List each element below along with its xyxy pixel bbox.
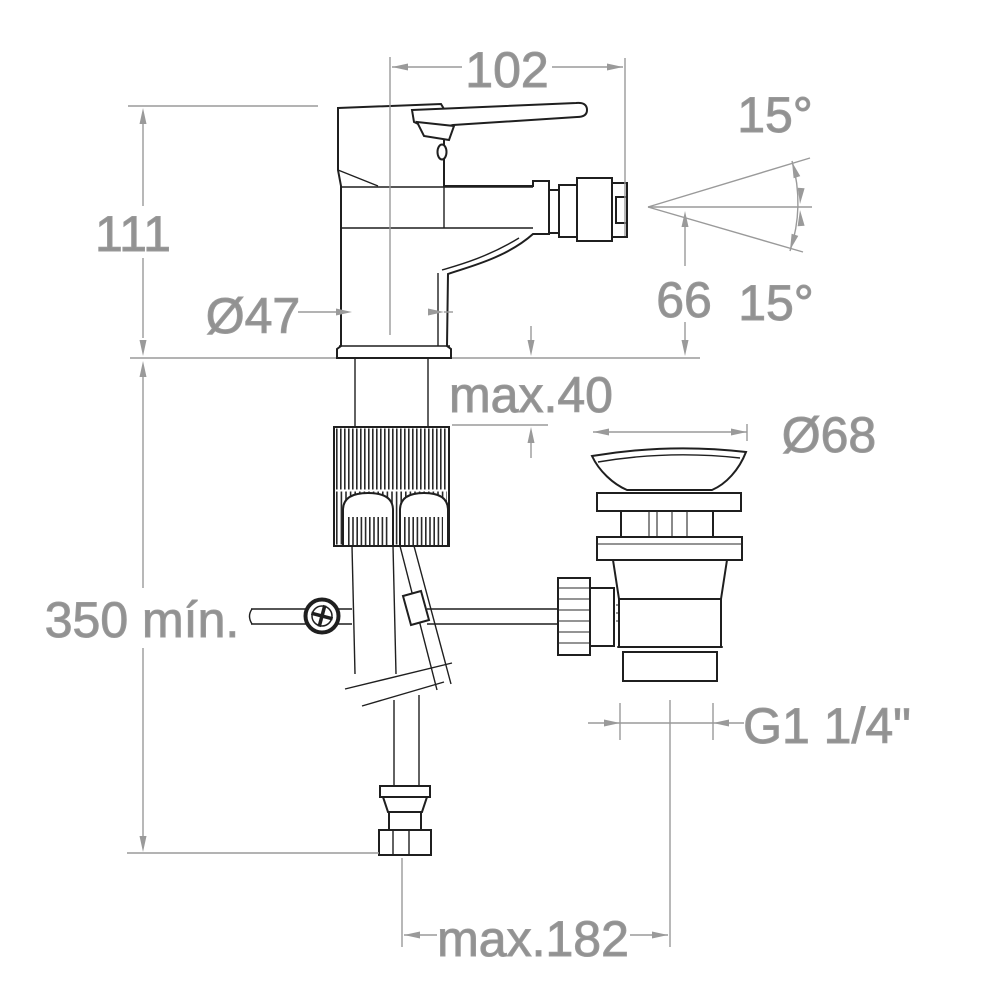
dim-outlet-height-label: 66 bbox=[656, 272, 712, 328]
pop-up-drain bbox=[590, 447, 748, 682]
dim-body-diameter-label: Ø47 bbox=[206, 288, 301, 344]
hose-connector bbox=[378, 785, 432, 856]
dim-hose-min-length: 350 mín. bbox=[44, 361, 379, 854]
dim-hose-min-length-label: 350 mín. bbox=[45, 592, 240, 648]
phillips-cross-icon bbox=[310, 604, 334, 628]
lever-root bbox=[415, 120, 456, 142]
dim-angle-up-label: 15° bbox=[737, 87, 813, 143]
dim-spout-reach: 102 bbox=[389, 42, 626, 335]
dim-drain-thread-label: G1 1/4" bbox=[743, 698, 911, 754]
dim-spout-reach-label: 102 bbox=[465, 42, 548, 98]
dim-body-height: 111 bbox=[94, 105, 318, 356]
dim-body-height-label: 111 bbox=[95, 206, 171, 262]
drain-cap bbox=[590, 447, 748, 491]
drain-body-lower bbox=[618, 598, 722, 648]
hose-nut bbox=[378, 829, 432, 856]
drain-tailpiece bbox=[622, 651, 718, 682]
dim-spray-angles: 15° 15° bbox=[647, 87, 814, 332]
set-screw bbox=[436, 143, 448, 161]
dim-deck-thickness: max.40 bbox=[449, 326, 613, 458]
fixing-screw bbox=[303, 597, 341, 635]
faucet-cap-edge bbox=[337, 169, 379, 187]
hose-sleeve bbox=[401, 589, 431, 627]
supply-hoses bbox=[344, 545, 453, 786]
dim-angle-down-label: 15° bbox=[738, 275, 814, 331]
break-line-1 bbox=[344, 662, 453, 690]
outlet-aerator bbox=[548, 177, 628, 242]
faucet-body-outline bbox=[336, 102, 550, 359]
mounting-shank bbox=[354, 359, 429, 427]
dim-hose-reach-label: max.182 bbox=[437, 911, 629, 967]
drain-flange bbox=[596, 492, 742, 512]
dimension-layer: 102 111 Ø47 max.40 bbox=[44, 42, 911, 968]
mounting-nut bbox=[333, 426, 450, 547]
drain-body-upper bbox=[611, 559, 729, 600]
dim-drain-diameter-label: Ø68 bbox=[782, 407, 877, 463]
nut-arch-left bbox=[342, 491, 394, 547]
faucet-body bbox=[336, 101, 628, 359]
dim-hose-reach: max.182 bbox=[401, 858, 668, 968]
break-line-2 bbox=[361, 681, 445, 707]
drain-neck bbox=[620, 510, 714, 538]
fixing-rod bbox=[248, 608, 558, 625]
dim-drain-diameter: Ø68 bbox=[593, 407, 877, 464]
dim-body-diameter: Ø47 bbox=[205, 288, 453, 345]
nut-arch-right bbox=[399, 491, 449, 547]
spout-underside-curve bbox=[441, 237, 520, 271]
dim-outlet-height: 66 bbox=[656, 211, 712, 356]
lever-handle bbox=[410, 101, 589, 132]
dim-drain-thread: G1 1/4" bbox=[588, 698, 911, 947]
dim-deck-thickness-label: max.40 bbox=[449, 367, 613, 423]
drain-collar bbox=[596, 536, 743, 561]
